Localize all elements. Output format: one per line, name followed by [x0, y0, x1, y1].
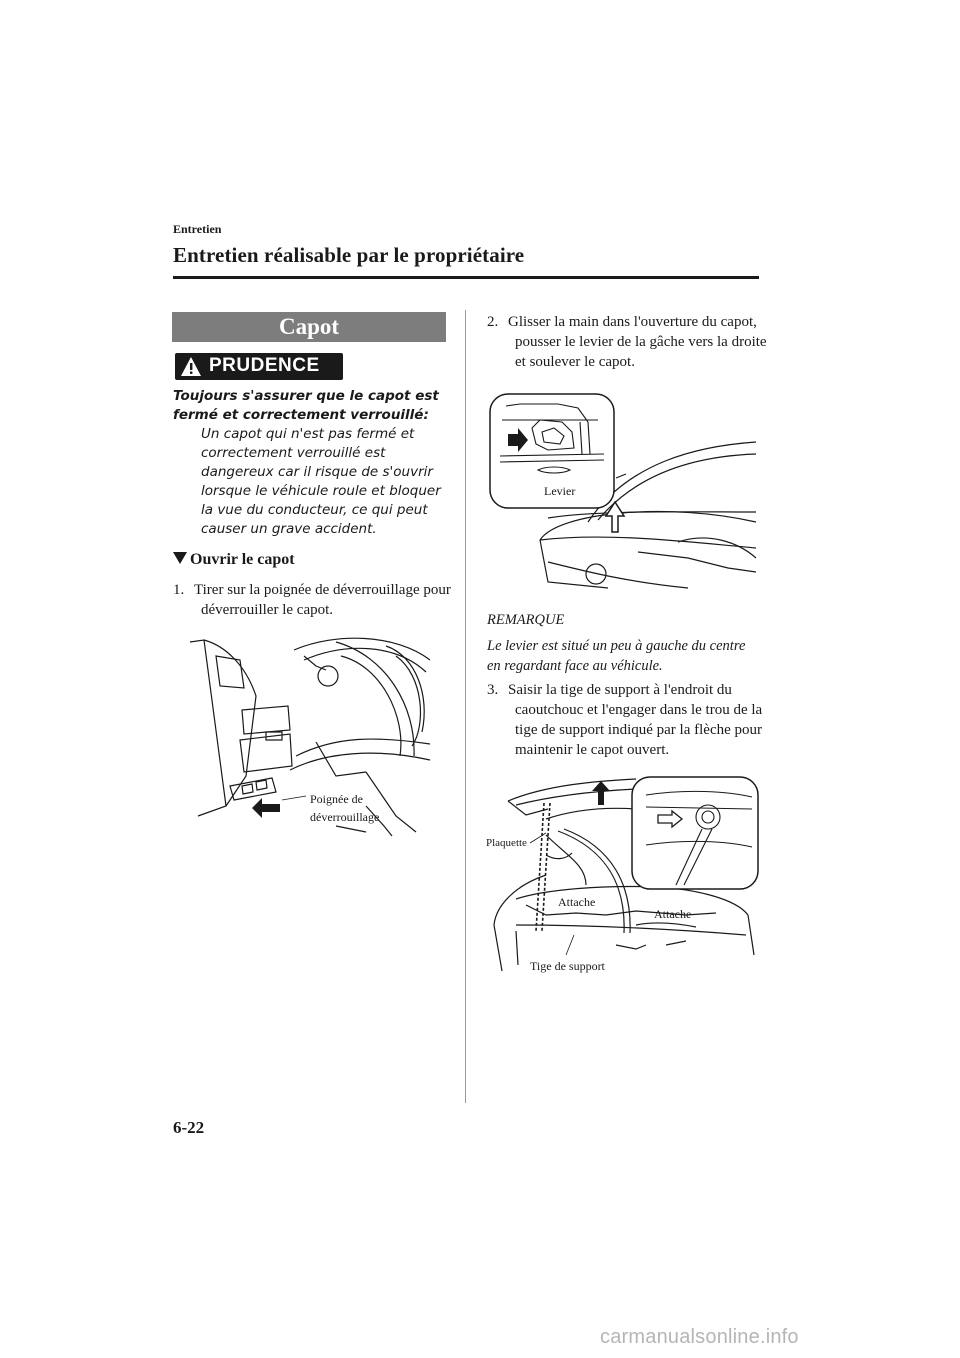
lift-arrow-icon	[604, 500, 626, 533]
column-divider	[465, 310, 466, 1103]
section-heading-capot: Capot	[172, 312, 446, 342]
note-text: Le levier est situé un peu à gauche du c…	[487, 638, 746, 674]
step-text: Glisser la main dans l'ouverture du capo…	[508, 314, 767, 370]
callout-handle-line1: Poignée de	[310, 792, 363, 806]
title-rule	[173, 276, 759, 279]
section-label: Entretien	[173, 222, 222, 236]
caution-heading: Toujours s'assurer que le capot est ferm…	[173, 388, 439, 423]
callout-handle-line2: déverrouillage	[310, 810, 379, 824]
note-title: REMARQUE	[487, 612, 565, 628]
pull-arrow-icon	[252, 798, 280, 818]
watermark: carmanualsonline.info	[600, 1326, 799, 1348]
figure-hood-lever: Levier	[489, 393, 757, 589]
callout-attache-2: Attache	[654, 907, 691, 921]
push-arrow-icon	[508, 428, 528, 452]
triangle-bullet-icon	[173, 552, 187, 564]
insert-arrow-icon	[592, 781, 610, 805]
caution-badge: PRUDENCE	[175, 353, 343, 380]
step-text: Tirer sur la poignée de déverrouillage p…	[194, 582, 451, 618]
hole-arrow-icon	[657, 809, 684, 829]
callout-tige: Tige de support	[530, 959, 606, 973]
caution-body: Un capot qui n'est pas fermé et correcte…	[201, 426, 441, 537]
page-title: Entretien réalisable par le propriétaire	[173, 243, 525, 267]
caution-badge-label: PRUDENCE	[209, 355, 320, 376]
page-number: 6-22	[173, 1118, 205, 1137]
warning-icon	[181, 357, 201, 376]
step-number: 3.	[487, 682, 499, 698]
figure-support-rod: Plaquette Attache Attache Tige de suppor…	[486, 776, 759, 973]
subheading-text: Ouvrir le capot	[190, 551, 295, 568]
subheading-open-hood: Ouvrir le capot	[173, 551, 295, 569]
figure-release-handle: Poignée de déverrouillage	[189, 637, 431, 837]
callout-attache-1: Attache	[558, 895, 595, 909]
step-number: 2.	[487, 314, 499, 330]
callout-lever: Levier	[544, 484, 575, 498]
step-number: 1.	[173, 582, 185, 598]
step-text: Saisir la tige de support à l'endroit du…	[508, 682, 763, 758]
callout-plaquette: Plaquette	[486, 837, 527, 849]
